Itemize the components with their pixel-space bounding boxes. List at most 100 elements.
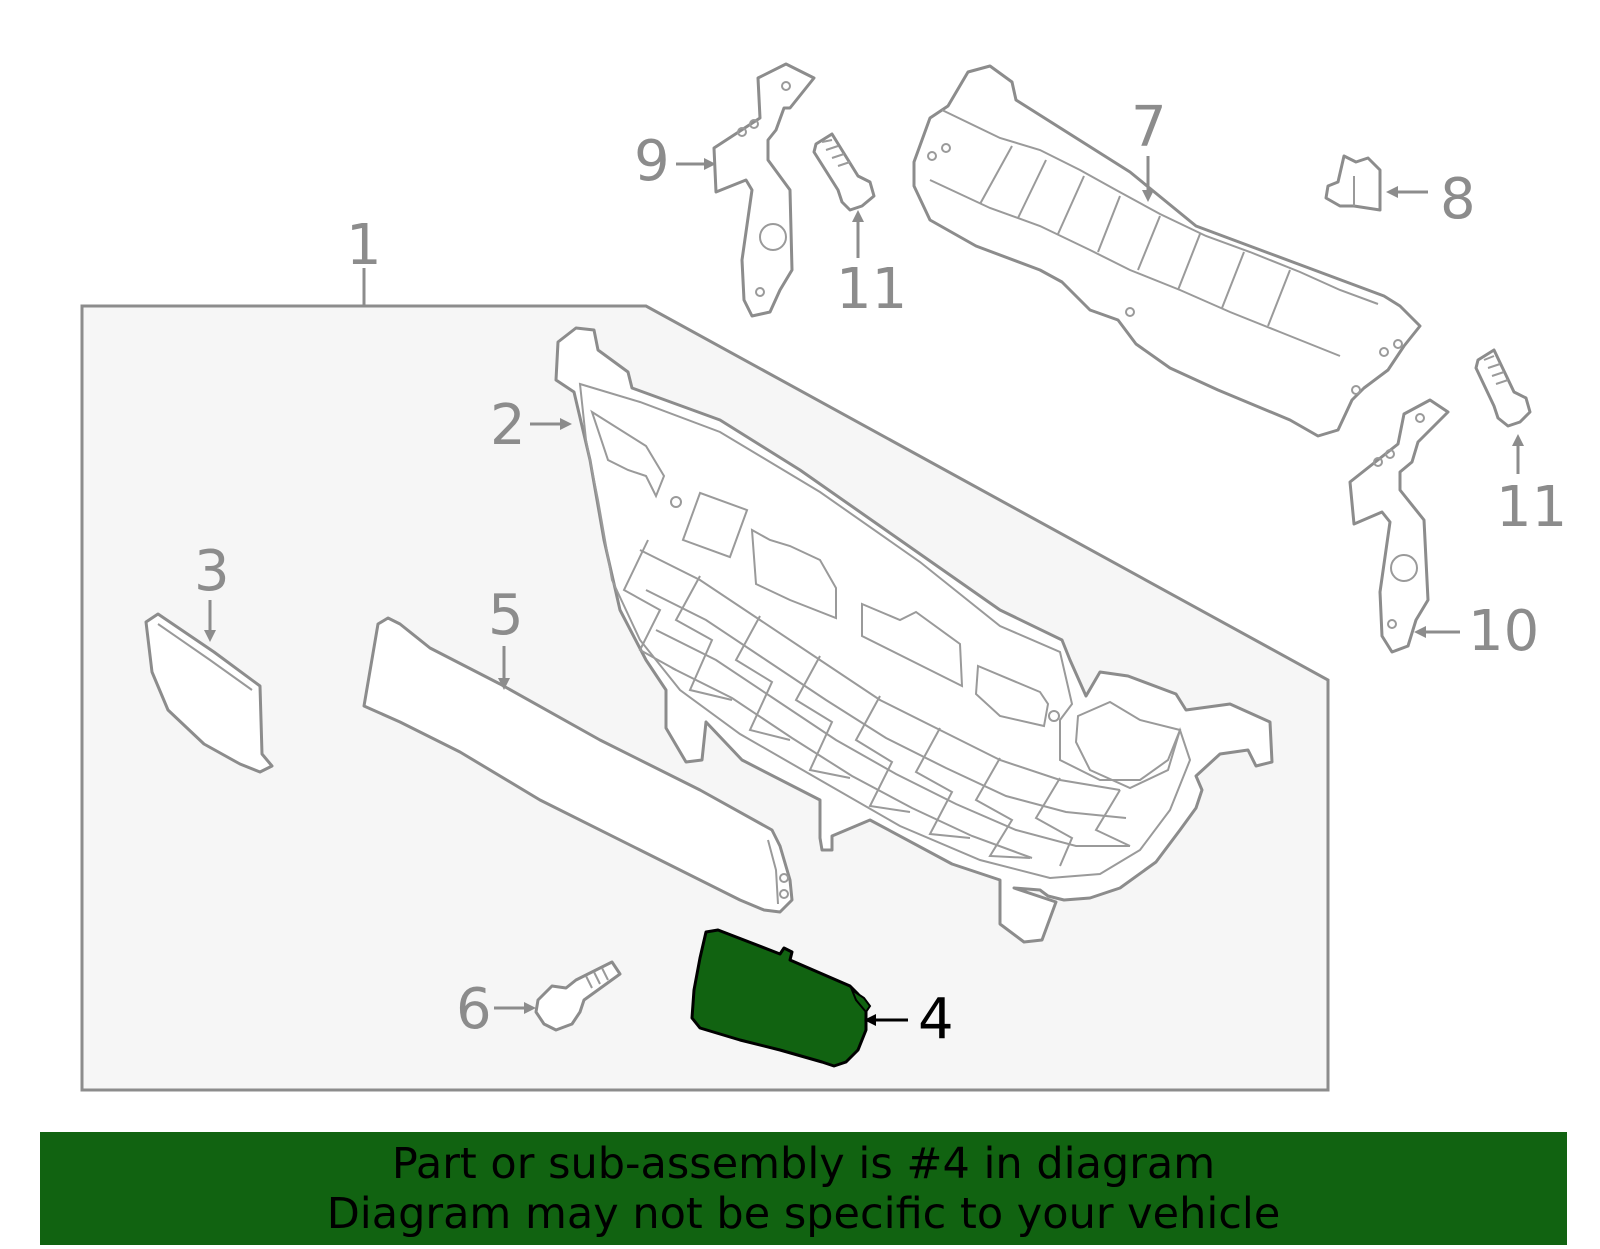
bracket-hole [1390, 554, 1418, 582]
grille-slot [590, 409, 666, 499]
leader-arrow-4 [864, 1014, 876, 1026]
reinforcement-rib [1267, 269, 1291, 327]
grille-part-2[interactable] [554, 326, 1274, 944]
side-cover-part-3[interactable] [144, 612, 274, 774]
leader-arrow-5 [498, 678, 510, 690]
bolt-thread [825, 145, 839, 151]
bolt-part-6[interactable] [534, 960, 622, 1032]
leader-arrow-10 [1414, 626, 1426, 638]
molding-hole [779, 873, 789, 883]
grille-mesh [674, 575, 733, 701]
upper-reinforcement-part-7[interactable] [912, 64, 1422, 438]
bolt-thread [1483, 355, 1495, 361]
callout-6: 6 [456, 977, 492, 1042]
grille-mesh [794, 655, 851, 779]
leader-arrow-2 [560, 418, 572, 430]
leader-arrow-11a [852, 210, 864, 222]
grille-hole [670, 496, 682, 508]
leader-arrow-3 [204, 630, 216, 642]
bracket-hole [1387, 619, 1397, 629]
reinforcement-rib [929, 179, 1341, 357]
leader-arrow-11b [1512, 434, 1524, 446]
callout-11-a: 11 [836, 257, 907, 322]
molding-edge [767, 839, 779, 905]
callout-8: 8 [1440, 167, 1476, 232]
reinforcement-rib [1017, 159, 1047, 219]
grille-slot [1074, 700, 1182, 790]
leader-arrow-9 [704, 158, 716, 170]
bolt-thread [593, 971, 601, 985]
callout-5: 5 [488, 583, 524, 648]
reinforcement-hole [941, 143, 951, 153]
bracket-hole [759, 223, 787, 251]
bolt-thread [585, 975, 593, 989]
bolt-thread [1487, 363, 1501, 369]
grille-mesh [734, 615, 791, 741]
grille-mesh [854, 695, 911, 813]
reinforcement-rib [1177, 233, 1201, 291]
bracket-hole [1415, 413, 1425, 423]
reinforcement-hole [1379, 347, 1389, 357]
leader-arrow-8 [1386, 186, 1398, 198]
leader-arrow-7 [1142, 190, 1154, 202]
footer-banner: Part or sub-assembly is #4 in diagram Di… [40, 1132, 1567, 1245]
reinforcement-rib [941, 109, 1379, 305]
bolt-part-11-b[interactable] [1474, 348, 1532, 428]
bracket-hole [781, 81, 791, 91]
grille-mesh [1094, 789, 1131, 847]
grille-inner-frame [578, 382, 1192, 880]
grille-slot [750, 528, 837, 620]
callout-11-b: 11 [1496, 475, 1567, 540]
grille-mesh [639, 549, 1121, 791]
bracket-hole [737, 127, 747, 137]
bolt-part-11-a[interactable] [812, 132, 876, 212]
reinforcement-rib [1137, 215, 1161, 271]
grille-slot [681, 491, 749, 559]
reinforcement-rib [1057, 175, 1085, 235]
bolt-thread [1491, 371, 1505, 377]
grille-mesh [974, 757, 1031, 859]
reinforcement-rib [1097, 195, 1121, 253]
grille-mesh [655, 629, 1130, 847]
bolt-thread [831, 153, 845, 159]
callout-2: 2 [490, 393, 526, 458]
bolt-thread [601, 967, 609, 981]
bolt-thread [821, 139, 833, 143]
grille-mesh [622, 539, 677, 671]
callout-3: 3 [194, 539, 230, 604]
bracket-hole [749, 119, 759, 129]
clip-part-8[interactable] [1324, 154, 1382, 212]
highlighted-cover-part-4[interactable] [690, 928, 872, 1068]
footer-line-2: Diagram may not be specific to your vehi… [326, 1188, 1281, 1239]
callout-9: 9 [634, 129, 670, 194]
bolt-thread [837, 161, 851, 167]
bolt-thread [1495, 379, 1509, 385]
grille-mesh [914, 727, 971, 839]
grille-slot [974, 664, 1050, 728]
bracket-hole [755, 287, 765, 297]
leader-arrow-6 [524, 1002, 536, 1014]
grille-slot [861, 602, 964, 688]
bracket-right-part-10[interactable] [1348, 398, 1450, 654]
reinforcement-rib [1221, 251, 1245, 309]
reinforcement-hole [1351, 385, 1361, 395]
callout-4: 4 [918, 987, 954, 1052]
bracket-hole [1373, 457, 1383, 467]
grille-mesh [645, 589, 1127, 819]
molding-part-5[interactable] [362, 616, 794, 914]
bracket-hole [1385, 449, 1395, 459]
cover-edge [157, 623, 253, 691]
bracket-left-part-9[interactable] [712, 62, 816, 318]
reinforcement-rib [979, 145, 1013, 205]
footer-line-1: Part or sub-assembly is #4 in diagram [391, 1138, 1216, 1189]
grille-mesh [671, 667, 1033, 859]
reinforcement-hole [1393, 339, 1403, 349]
callout-7: 7 [1131, 95, 1167, 160]
callout-10: 10 [1468, 599, 1539, 664]
grille-mesh [1034, 777, 1074, 867]
callout-1: 1 [346, 213, 382, 278]
reinforcement-hole [927, 151, 937, 161]
grille-hole [1048, 710, 1060, 722]
reinforcement-hole [1125, 307, 1135, 317]
